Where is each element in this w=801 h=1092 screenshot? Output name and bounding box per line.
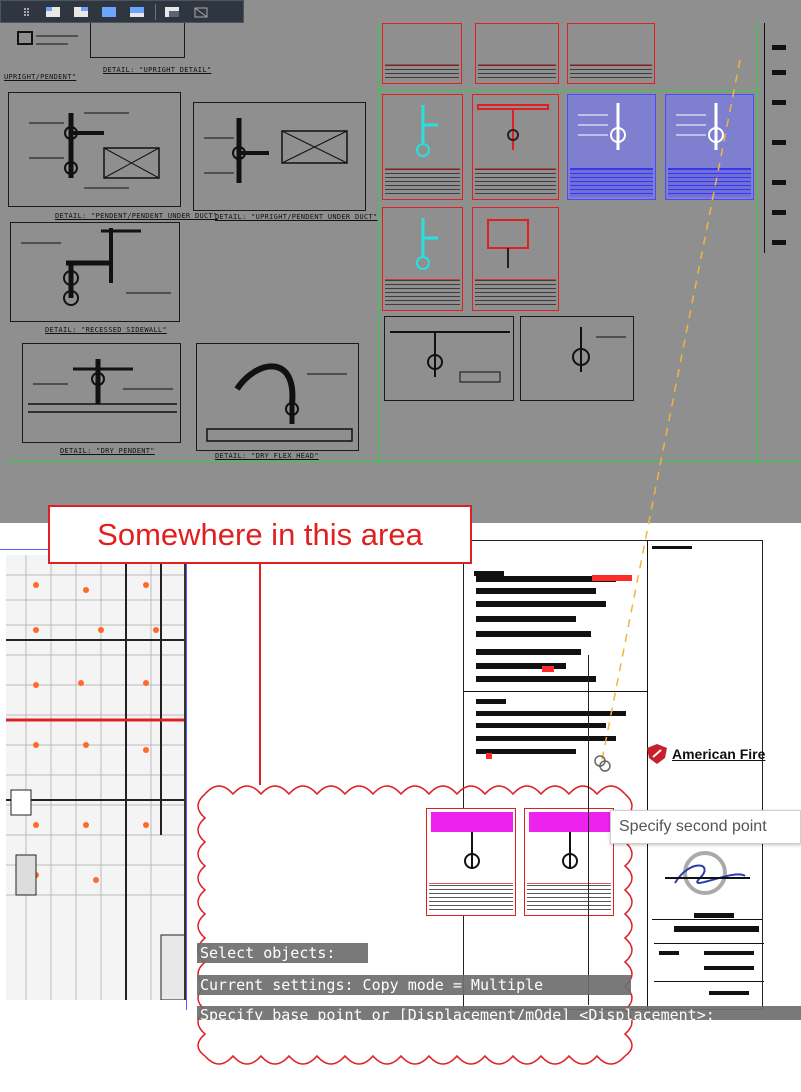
sprinkler-thumbnail bbox=[416, 105, 438, 157]
thumbnail-sheet[interactable] bbox=[382, 94, 463, 200]
sprinkler-thumbnail bbox=[390, 331, 510, 383]
title-block-fragment bbox=[772, 180, 786, 185]
detail-upright[interactable] bbox=[90, 22, 185, 58]
sheet-border bbox=[378, 23, 379, 463]
detail-pendent-under-duct[interactable] bbox=[8, 92, 181, 207]
sprinkler-thumbnail bbox=[464, 831, 480, 869]
detail-title-upright-under-duct: DETAIL: "UPRIGHT/PENDENT UNDER DUCT" bbox=[215, 213, 378, 221]
copied-thumbnail-sheet[interactable] bbox=[426, 808, 516, 916]
sprinkler-thumbnail bbox=[572, 327, 626, 372]
sheet-border bbox=[757, 23, 758, 463]
sprinkler-thumbnail bbox=[416, 218, 438, 270]
thumbnail-sheet[interactable] bbox=[382, 23, 462, 84]
revision-cloud[interactable] bbox=[193, 780, 640, 1072]
title-block-fragment bbox=[772, 70, 786, 75]
sprinkler-detail-drawing bbox=[29, 112, 160, 189]
grip-icon[interactable] bbox=[15, 5, 37, 19]
title-block-fragment bbox=[772, 240, 786, 245]
sheet-border bbox=[6, 461, 801, 462]
sheet-border bbox=[378, 91, 757, 92]
thumbnail-sheet[interactable] bbox=[472, 94, 559, 200]
thumbnail-sheet[interactable] bbox=[475, 23, 559, 84]
toolbar-separator bbox=[155, 3, 156, 20]
sheet-border bbox=[764, 23, 765, 253]
sprinkler-thumbnail bbox=[477, 104, 549, 150]
detail-upright-under-duct[interactable] bbox=[193, 102, 366, 211]
title-block-fragment bbox=[772, 100, 786, 105]
tooltip-text: Specify second point bbox=[619, 818, 767, 835]
sprinkler-detail-drawing bbox=[28, 359, 177, 413]
thumbnail-sheet[interactable] bbox=[382, 207, 463, 311]
sprinkler-detail-drawing bbox=[204, 118, 348, 183]
detail-dry-pendent[interactable] bbox=[22, 343, 181, 443]
copy-base-line bbox=[588, 655, 589, 1005]
thumbnail-sheet[interactable] bbox=[567, 23, 655, 84]
layer-iso-icon[interactable] bbox=[43, 5, 65, 19]
callout-leader bbox=[259, 563, 261, 785]
sprinkler-thumbnail bbox=[676, 103, 724, 150]
title-block-fragment bbox=[772, 210, 786, 215]
signature-seal bbox=[665, 851, 750, 895]
match-layer-icon[interactable] bbox=[162, 5, 184, 19]
detail-title-recessed-sidewall: DETAIL: "RECESSED SIDEWALL" bbox=[45, 326, 167, 334]
detail-title-dry-flex-head: DETAIL: "DRY FLEX HEAD" bbox=[215, 452, 319, 460]
detail-upright-pendent[interactable] bbox=[8, 22, 83, 62]
markup-callout[interactable]: Somewhere in this area bbox=[48, 505, 472, 564]
layer-toolbar bbox=[0, 0, 244, 23]
copied-thumbnail-sheet[interactable] bbox=[524, 808, 614, 916]
copy-rubber-band-line bbox=[601, 60, 741, 761]
sprinkler-thumbnail bbox=[562, 831, 578, 869]
floor-plan-viewport[interactable] bbox=[6, 555, 186, 1000]
sprinkler-thumbnail bbox=[578, 103, 626, 150]
layer-off-icon[interactable] bbox=[71, 5, 93, 19]
sprinkler-detail-drawing bbox=[206, 363, 353, 442]
command-history-line: Select objects: bbox=[197, 943, 368, 963]
detail-title-upright-pendent: UPRIGHT/PENDENT" bbox=[4, 73, 77, 81]
dynamic-input-tooltip: Specify second point bbox=[610, 810, 801, 844]
model-space-drawing[interactable]: DETAIL: "PENDENT/PENDENT UNDER DUCT" DET… bbox=[0, 0, 801, 523]
sprinkler-detail-drawing bbox=[17, 31, 78, 45]
title-block-fragment bbox=[772, 140, 786, 145]
thumbnail-sheet[interactable] bbox=[472, 207, 559, 311]
detail-title-dry-pendent: DETAIL: "DRY PENDENT" bbox=[60, 447, 155, 455]
thumbnail-sheet-selected[interactable] bbox=[665, 94, 754, 200]
detail-dry-flex-head[interactable] bbox=[196, 343, 359, 451]
viewport-border bbox=[186, 540, 187, 1010]
title-block-fragment bbox=[772, 45, 786, 50]
title-block[interactable] bbox=[463, 540, 764, 1011]
sprinkler-thumbnail bbox=[487, 219, 529, 268]
pick-cursor-icon bbox=[594, 755, 611, 772]
sprinkler-floor-plan bbox=[6, 555, 184, 1000]
layer-lock-icon[interactable] bbox=[127, 5, 149, 19]
thumbnail-detail[interactable] bbox=[384, 316, 514, 401]
command-history-line: Current settings: Copy mode = Multiple bbox=[197, 975, 631, 995]
thumbnail-detail[interactable] bbox=[520, 316, 634, 401]
company-logo: American Fire bbox=[646, 743, 765, 765]
detail-recessed-sidewall[interactable] bbox=[10, 222, 180, 322]
detail-title-upright: DETAIL: "UPRIGHT DETAIL" bbox=[103, 66, 212, 74]
detail-title-pendent-under-duct: DETAIL: "PENDENT/PENDENT UNDER DUCT" bbox=[55, 212, 218, 220]
sprinkler-detail-drawing bbox=[21, 228, 171, 306]
callout-text: Somewhere in this area bbox=[97, 516, 423, 552]
shield-logo-icon bbox=[647, 744, 667, 764]
command-prompt-line[interactable]: Specify base point or [Displacement/mOde… bbox=[197, 1006, 801, 1020]
layer-freeze-icon[interactable] bbox=[99, 5, 121, 19]
layer-previous-icon[interactable] bbox=[190, 5, 212, 19]
thumbnail-sheet-selected[interactable] bbox=[567, 94, 656, 200]
company-name: American Fire bbox=[672, 746, 766, 762]
